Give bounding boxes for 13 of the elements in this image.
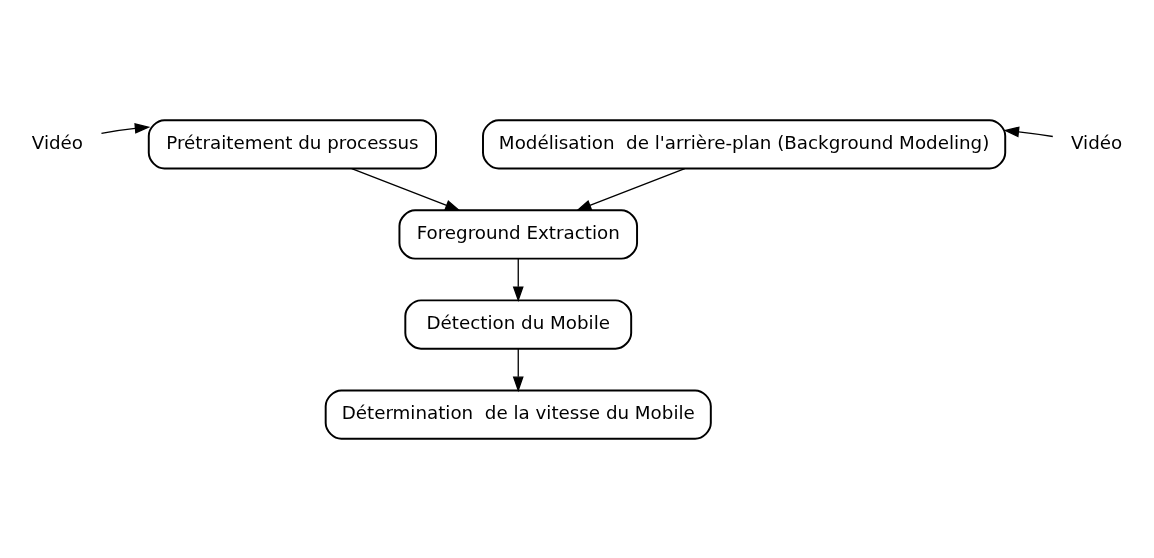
arrow bbox=[1003, 125, 1054, 137]
node-text: Vidéo bbox=[1071, 131, 1123, 153]
node-box: Modélisation de l'arrière-plan (Background Modeling) bbox=[482, 118, 1007, 169]
node-box: Foreground Extraction bbox=[398, 208, 639, 260]
node-text: Vidéo bbox=[31, 131, 83, 153]
arrow bbox=[512, 257, 524, 302]
arrow bbox=[512, 347, 524, 392]
node-box: Détermination de la vitesse du Mobile bbox=[324, 389, 712, 440]
arrow bbox=[351, 167, 461, 211]
arrow bbox=[100, 122, 151, 134]
node-box: Prétraitement du processus bbox=[147, 118, 437, 169]
arrow bbox=[575, 167, 686, 211]
node-box: Détection du Mobile bbox=[404, 298, 633, 350]
